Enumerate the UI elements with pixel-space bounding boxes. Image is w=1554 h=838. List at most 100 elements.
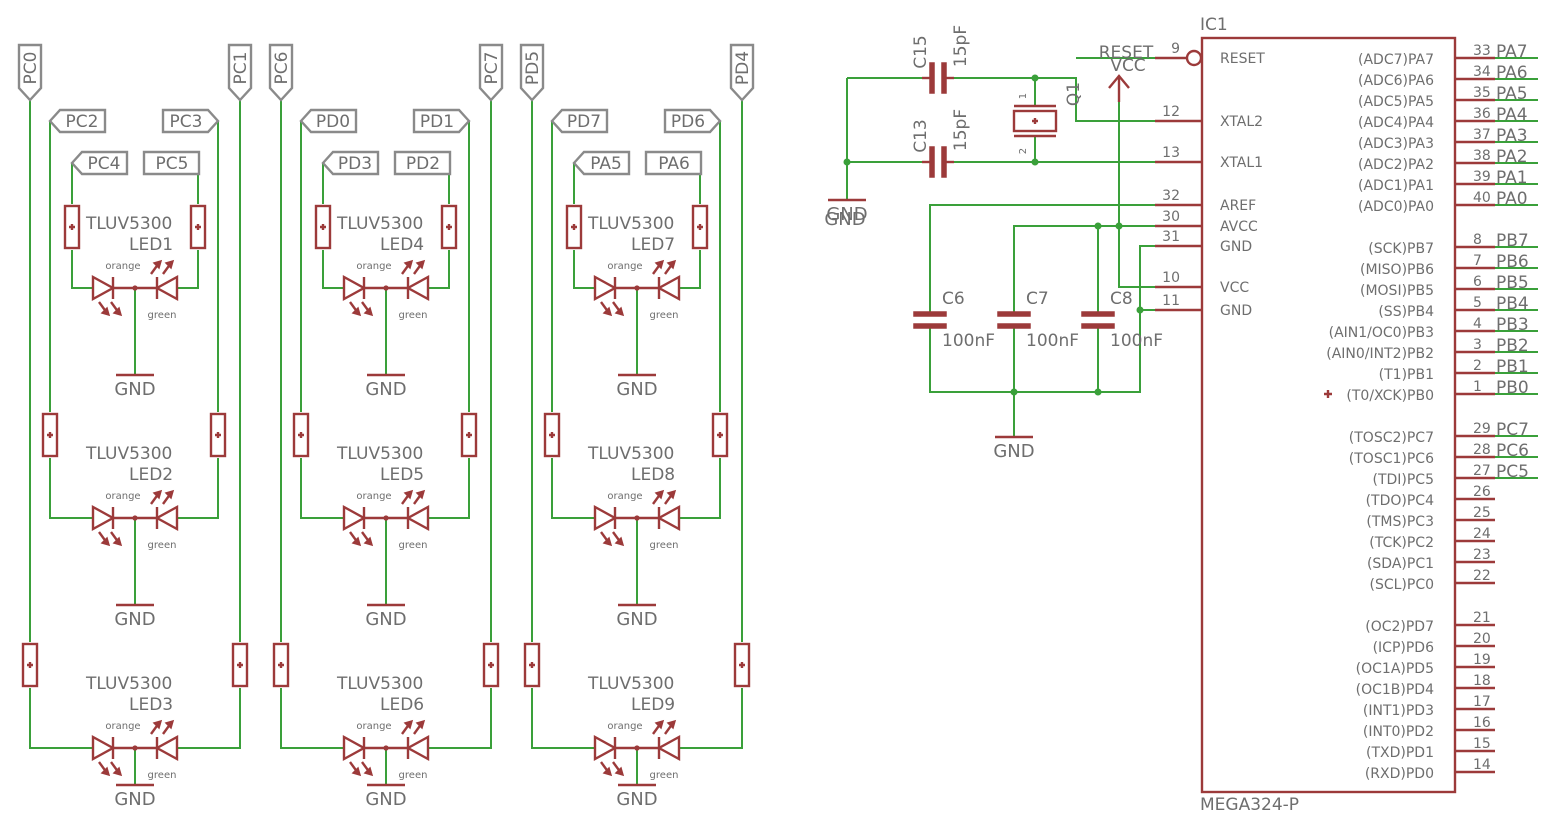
ic-pin-number: 20 — [1473, 631, 1491, 647]
light-arrow-head — [100, 766, 111, 777]
dual-led — [593, 719, 681, 777]
parts-layer — [17, 36, 1495, 794]
led-left-triangle — [91, 274, 116, 302]
ic-pin-number: 26 — [1473, 484, 1491, 500]
led-name-label: LED6 — [380, 695, 424, 715]
ic-pin-number: 8 — [1473, 232, 1482, 248]
port-label-vertical — [478, 43, 504, 102]
wire — [531, 688, 595, 749]
ic-pin-label: RESET — [1220, 51, 1265, 67]
resistor-plus-mark — [27, 662, 33, 668]
cap-name: C15 — [911, 35, 931, 69]
light-arrow-head — [602, 536, 613, 547]
net-label: PB5 — [1496, 273, 1529, 293]
light-arrow-head — [666, 719, 677, 730]
ic-pin-label: (ADC3)PA3 — [1358, 136, 1434, 152]
port-label-text: PA6 — [658, 154, 690, 174]
led-left-triangle — [593, 734, 618, 762]
dual-led — [593, 489, 681, 547]
gnd-label: GND — [824, 209, 865, 230]
capacitor — [922, 62, 954, 94]
led-left-triangle — [91, 504, 116, 532]
light-arrow-head — [666, 259, 677, 270]
ic-pin-label: (MOSI)PB5 — [1360, 283, 1434, 299]
ic-pin-number: 23 — [1473, 547, 1491, 563]
crystal-pin2: 2 — [1018, 148, 1029, 154]
cap-name: C7 — [1026, 289, 1049, 309]
resistor — [711, 412, 729, 458]
capacitor — [997, 311, 1031, 329]
ic-pin-label: (TDO)PC4 — [1366, 493, 1434, 509]
ic-pin-number: 32 — [1162, 188, 1180, 204]
vcc-symbol — [1108, 74, 1130, 102]
resistor-body — [733, 642, 751, 688]
resistor-plus-mark — [215, 432, 221, 438]
resistor-body — [691, 204, 709, 250]
gnd-label: GND — [616, 379, 657, 400]
ic-pin-number: 35 — [1473, 85, 1491, 101]
cap-name: C8 — [1110, 289, 1133, 309]
ic-pin-label: (ADC1)PA1 — [1358, 178, 1434, 194]
junction-dot — [1094, 388, 1102, 396]
cap-plate — [941, 146, 947, 178]
resistor-body — [63, 204, 81, 250]
led-left-triangle — [91, 734, 116, 762]
wire — [428, 688, 492, 749]
led-color-left: orange — [356, 721, 391, 732]
ic-pin-number: 10 — [1162, 270, 1180, 286]
ic-pin-label: (AIN1/OC0)PB3 — [1329, 325, 1434, 341]
wire — [929, 204, 1202, 312]
net-label: PB2 — [1496, 336, 1529, 356]
resistor-plus-mark — [529, 662, 535, 668]
port-label-text: PC3 — [170, 112, 203, 132]
led-type-label: TLUV5300 — [587, 444, 674, 464]
port-label-text: PC2 — [66, 112, 99, 132]
wire — [177, 250, 199, 289]
led-color-right: green — [148, 310, 177, 321]
cap-value: 15pF — [951, 25, 971, 67]
ic-pin-number: 6 — [1473, 274, 1482, 290]
led-name-label: LED7 — [631, 235, 675, 255]
cap-plate — [913, 323, 947, 329]
ic-pin-number: 17 — [1473, 694, 1491, 710]
ic-pin-number: 16 — [1473, 715, 1491, 731]
crystal — [1012, 104, 1058, 138]
junction-dot — [1094, 222, 1102, 230]
text-layer: GNDGNDGNDorangegreenTLUV5300LED1orangegr… — [21, 15, 1529, 815]
resistor — [733, 642, 751, 688]
led-color-right: green — [650, 310, 679, 321]
led-color-left: orange — [105, 721, 140, 732]
ic-pin-number: 18 — [1473, 673, 1491, 689]
port-label-text: PD5 — [523, 51, 543, 85]
resistor-body — [460, 412, 478, 458]
ic-pin-number: 5 — [1473, 295, 1482, 311]
port-label-horizontal — [550, 108, 609, 134]
ic-pin-number: 1 — [1473, 379, 1482, 395]
ic-body — [1200, 36, 1457, 794]
light-arrow-head — [614, 766, 625, 777]
gnd-label: GND — [114, 609, 155, 630]
light-arrow-head — [602, 306, 613, 317]
light-arrow-head — [654, 489, 665, 500]
port-label-vertical — [227, 43, 253, 102]
ic-pin-label: (OC1B)PD4 — [1356, 682, 1434, 698]
resistor — [565, 204, 583, 250]
port-label-horizontal — [572, 150, 631, 176]
led-right-triangle — [154, 504, 179, 532]
net-label: PB7 — [1496, 231, 1529, 251]
ic-pin-label: (TMS)PC3 — [1366, 514, 1434, 530]
led-color-left: orange — [607, 261, 642, 272]
cap-plate — [913, 311, 947, 317]
resistor-body — [523, 642, 541, 688]
net-label: PC7 — [1496, 420, 1529, 440]
port-label-frame — [412, 108, 471, 134]
resistor-plus-mark — [446, 224, 452, 230]
wire — [428, 458, 470, 519]
led-left-triangle — [342, 734, 367, 762]
light-arrow-head — [164, 489, 175, 500]
net-label: PA7 — [1496, 42, 1528, 62]
ic-pin-label: XTAL2 — [1220, 114, 1263, 130]
ic-pin-label: (MISO)PB6 — [1360, 262, 1434, 278]
light-arrow-head — [403, 489, 414, 500]
port-label-frame — [142, 150, 201, 176]
